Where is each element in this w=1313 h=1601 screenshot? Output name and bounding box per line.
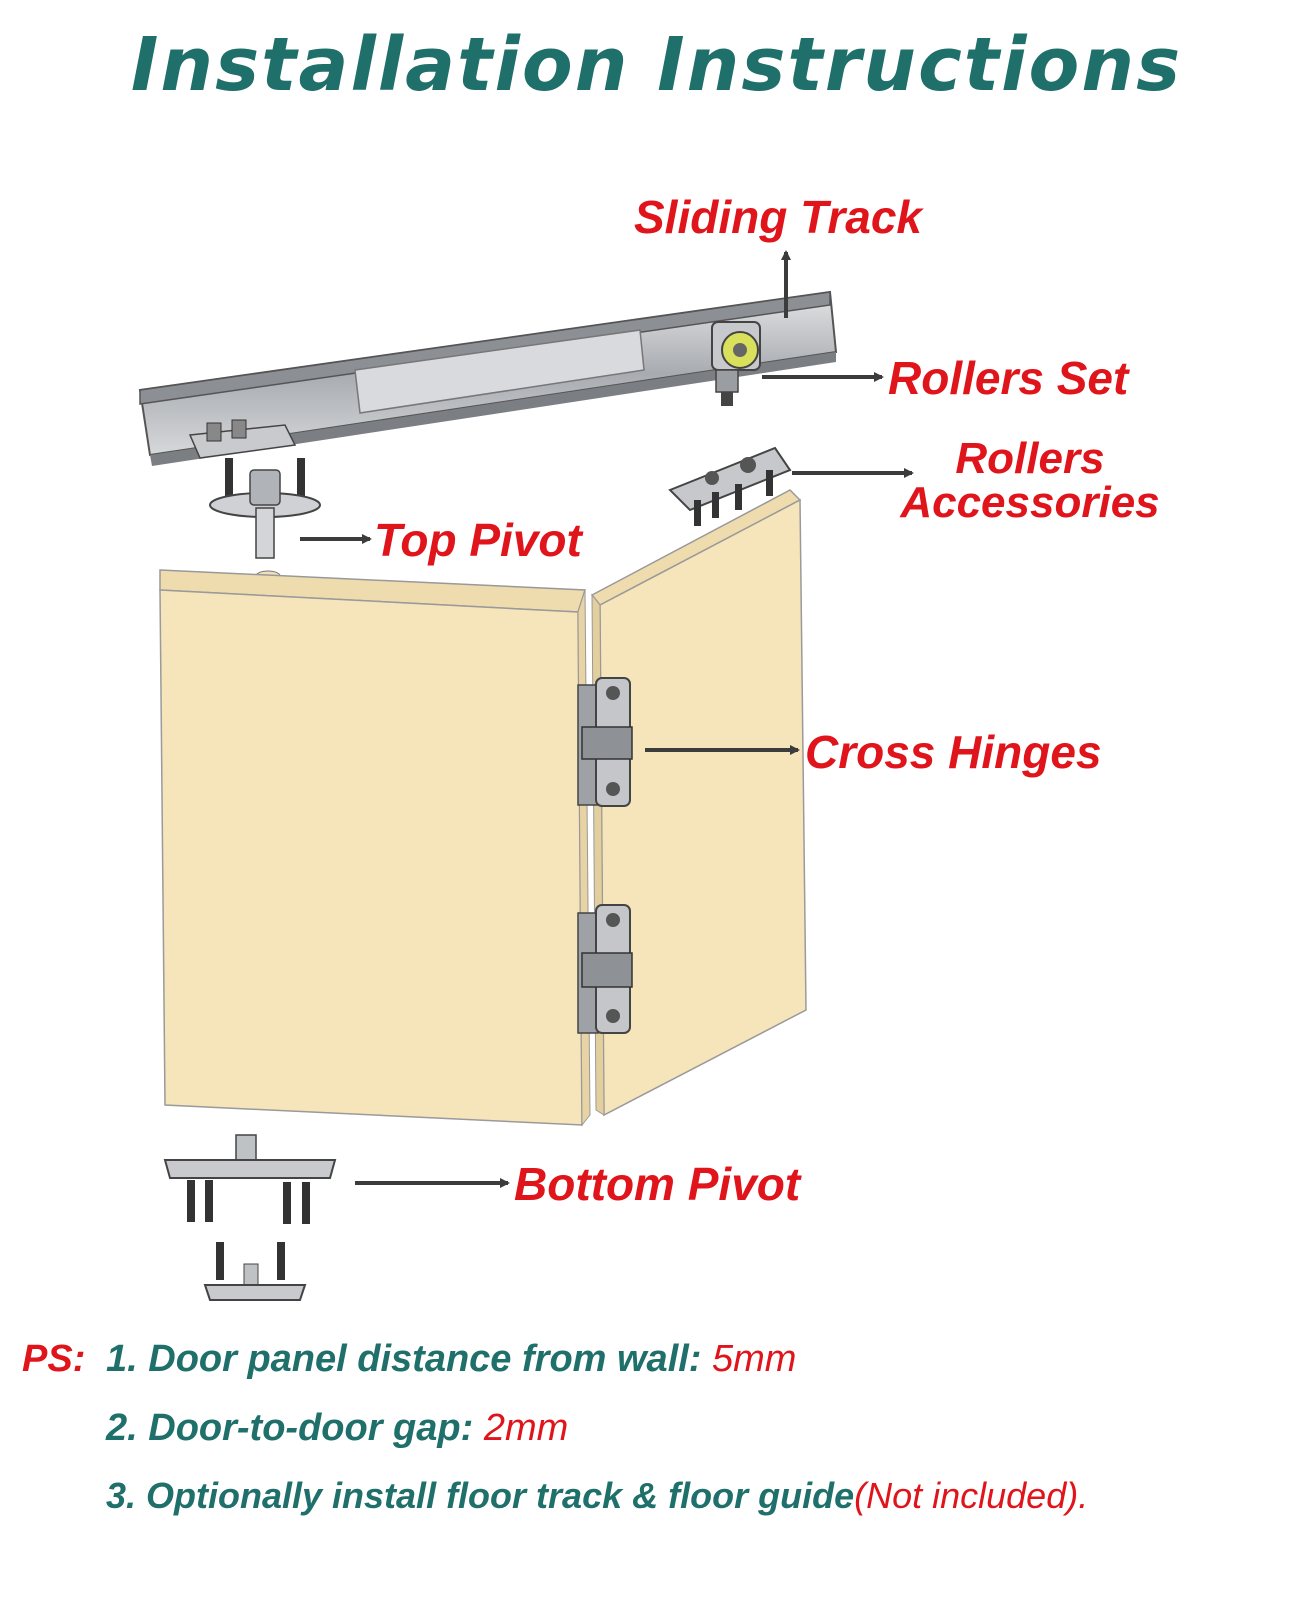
left-door-panel <box>159 569 591 1127</box>
note-1-text: 1. Door panel distance from wall: <box>106 1338 713 1380</box>
cross-hinge-lower <box>577 904 633 1034</box>
label-rollers-set: Rollers Set <box>888 352 1129 404</box>
note-3: 3. Optionally install floor track & floo… <box>106 1478 1088 1514</box>
label-sliding-track: Sliding Track <box>634 191 923 243</box>
note-3-value: (Not included). <box>854 1475 1089 1516</box>
label-bottom-pivot: Bottom Pivot <box>514 1158 801 1210</box>
cross-hinge-upper <box>577 677 633 807</box>
page-title: Installation Instructions <box>130 22 1183 108</box>
sliding-track <box>138 290 838 466</box>
bottom-pivot <box>163 1134 337 1301</box>
right-door-panel <box>590 489 807 1117</box>
label-cross-hinges: Cross Hinges <box>805 726 1102 778</box>
note-1-value: 5mm <box>712 1338 797 1380</box>
label-rollers-accessories-line2: Accessories <box>900 478 1160 527</box>
roller-set <box>711 321 761 406</box>
rollers-accessories <box>668 446 792 526</box>
note-3-text: 3. Optionally install floor track & floo… <box>106 1475 855 1516</box>
note-2-text: 2. Door-to-door gap: <box>106 1407 484 1449</box>
top-pivot-bracket <box>188 419 297 459</box>
label-rollers-accessories-line1: Rollers <box>955 434 1105 483</box>
note-2-value: 2mm <box>483 1407 569 1449</box>
note-2: 2. Door-to-door gap: 2mm <box>106 1409 568 1447</box>
label-rollers-accessories: Rollers Accessories <box>880 437 1180 525</box>
note-1: 1. Door panel distance from wall: 5mm <box>106 1340 796 1378</box>
top-pivot <box>209 458 321 582</box>
notes-prefix: PS: <box>22 1338 86 1380</box>
label-top-pivot: Top Pivot <box>374 514 582 566</box>
